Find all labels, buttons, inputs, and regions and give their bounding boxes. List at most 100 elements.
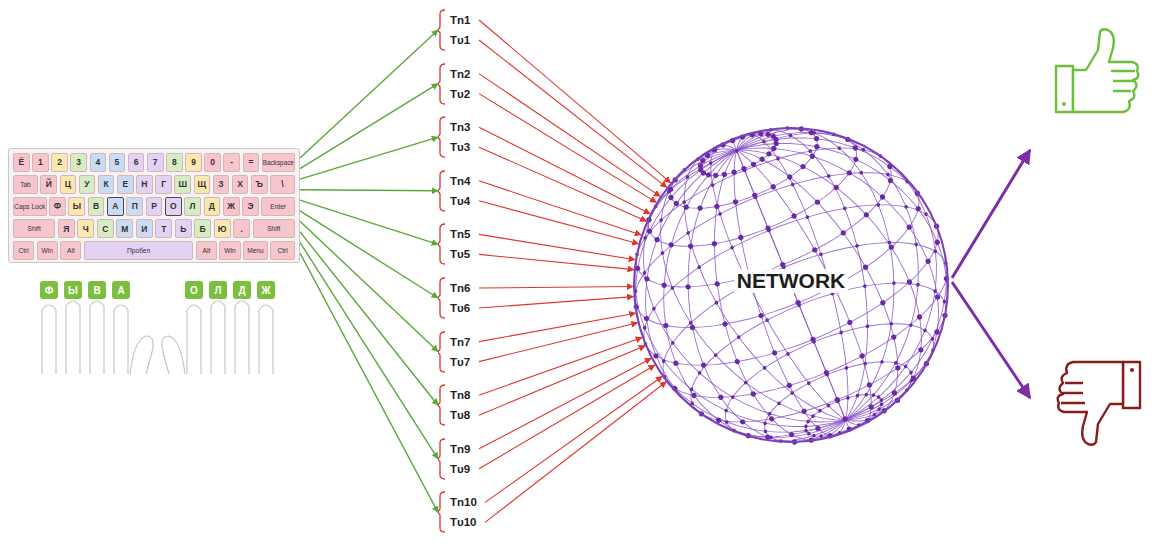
key-label: Win xyxy=(224,247,235,254)
timing-label: Tυ10 xyxy=(438,512,483,532)
timing-bracket: Tn1Tυ1 xyxy=(438,8,477,52)
key-label: Э xyxy=(247,201,253,211)
finger-key-label: Д xyxy=(238,285,245,296)
key-label: Х xyxy=(237,179,243,189)
key-label: . xyxy=(240,224,242,234)
key-label: Пробел xyxy=(127,247,150,254)
keyboard-key: Enter xyxy=(261,197,295,216)
timing-arrow xyxy=(485,377,662,503)
key-label: Я xyxy=(63,224,69,234)
key-label: 8 xyxy=(172,157,177,167)
keyboard-key: Alt xyxy=(60,241,81,260)
timing-label: Tn5 xyxy=(438,224,477,244)
keyboard-key: Ь xyxy=(175,219,192,238)
keyboard-key: Ъ xyxy=(251,175,268,194)
finger-key-label: Л xyxy=(214,285,221,296)
timing-arrow xyxy=(479,323,638,362)
keyboard-key: 2 xyxy=(51,153,68,172)
key-label: У xyxy=(84,179,89,189)
keyboard-key: Н xyxy=(136,175,153,194)
timing-label: Tn7 xyxy=(438,332,477,352)
keyboard-key: 3 xyxy=(70,153,87,172)
keyboard-key: Ф xyxy=(49,197,66,216)
finger-key-label: О xyxy=(190,285,198,296)
key-label: 0 xyxy=(210,157,215,167)
keyboard-key: Х xyxy=(232,175,249,194)
input-arrow xyxy=(300,221,438,351)
key-label: = xyxy=(248,157,253,167)
keyboard-key: З xyxy=(213,175,230,194)
key-label: 2 xyxy=(57,157,62,167)
bracket-shape xyxy=(438,490,446,534)
keyboard-key: - xyxy=(223,153,240,172)
key-label: Enter xyxy=(270,203,286,210)
network-sphere: NETWORK xyxy=(630,124,952,446)
keyboard-key: Backspace xyxy=(262,153,295,172)
finger-key: Ж xyxy=(257,281,275,299)
keyboard-key: Caps Lock xyxy=(13,197,47,216)
timing-label: Tυ7 xyxy=(438,352,477,372)
timing-bracket: Tn9Tυ9 xyxy=(438,437,477,481)
timing-arrow xyxy=(479,40,667,187)
finger-key-label: Ф xyxy=(45,285,54,296)
timing-arrow xyxy=(479,297,633,308)
keyboard-key: 7 xyxy=(147,153,164,172)
keyboard-key: Е xyxy=(117,175,134,194)
keyboard-key: Tab xyxy=(13,175,38,194)
timing-bracket: Tn4Tυ4 xyxy=(438,169,477,213)
key-label: Т xyxy=(161,224,166,234)
keyboard-key: Ж xyxy=(223,197,240,216)
input-arrow xyxy=(300,137,438,179)
finger-key: В xyxy=(88,281,106,299)
key-label: Р xyxy=(151,201,157,211)
timing-arrow xyxy=(479,313,636,341)
timing-arrow xyxy=(479,365,655,469)
timing-label: Tn10 xyxy=(438,492,483,512)
input-arrow xyxy=(300,200,438,244)
timing-bracket: Tn3Tυ3 xyxy=(438,115,477,159)
timing-label: Tn4 xyxy=(438,171,477,191)
key-label: Д xyxy=(209,201,215,211)
keyboard-key: Я xyxy=(58,219,75,238)
timing-label: Tυ1 xyxy=(438,30,477,50)
timing-label: Tυ5 xyxy=(438,244,477,264)
key-label: Alt xyxy=(203,247,211,254)
keyboard-key: Г xyxy=(155,175,172,194)
finger-key: А xyxy=(112,281,130,299)
keyboard-key: У xyxy=(79,175,96,194)
keyboard-key: Ю xyxy=(214,219,231,238)
key-label: Ц xyxy=(65,179,71,189)
keyboard-key: 8 xyxy=(166,153,183,172)
finger-key: Д xyxy=(233,281,251,299)
keyboard-key: Ctrl xyxy=(13,241,34,260)
key-label: Ъ xyxy=(256,179,263,189)
timing-bracket: Tn5Tυ5 xyxy=(438,222,477,266)
key-label: Ю xyxy=(218,224,227,234)
key-label: Caps Lock xyxy=(14,203,45,210)
timing-label: Tυ3 xyxy=(438,137,477,157)
keyboard-key: Win xyxy=(37,241,58,260)
key-label: Б xyxy=(200,224,206,234)
keyboard-key: О xyxy=(165,197,182,216)
keyboard-key: А xyxy=(107,197,124,216)
keyboard-key: 4 xyxy=(90,153,107,172)
bracket-shape xyxy=(438,330,446,374)
input-arrow xyxy=(300,242,438,458)
timing-label: Tn9 xyxy=(438,439,477,459)
key-label: Shift xyxy=(28,225,41,232)
key-label: К xyxy=(104,179,109,189)
bracket-shape xyxy=(438,222,446,266)
timing-bracket: Tn2Tυ2 xyxy=(438,62,477,106)
thumbs-up-icon xyxy=(1056,29,1138,112)
key-label: Щ xyxy=(197,179,206,189)
timing-arrow xyxy=(479,254,634,269)
finger-key-label: Ы xyxy=(68,285,78,296)
key-label: И xyxy=(141,224,147,234)
timing-arrow xyxy=(479,234,635,259)
keyboard-key: Menu xyxy=(243,241,268,260)
key-label: Й xyxy=(46,179,52,189)
bracket-shape xyxy=(438,383,446,427)
key-label: Menu xyxy=(247,247,264,254)
timing-label: Tn1 xyxy=(438,10,477,30)
